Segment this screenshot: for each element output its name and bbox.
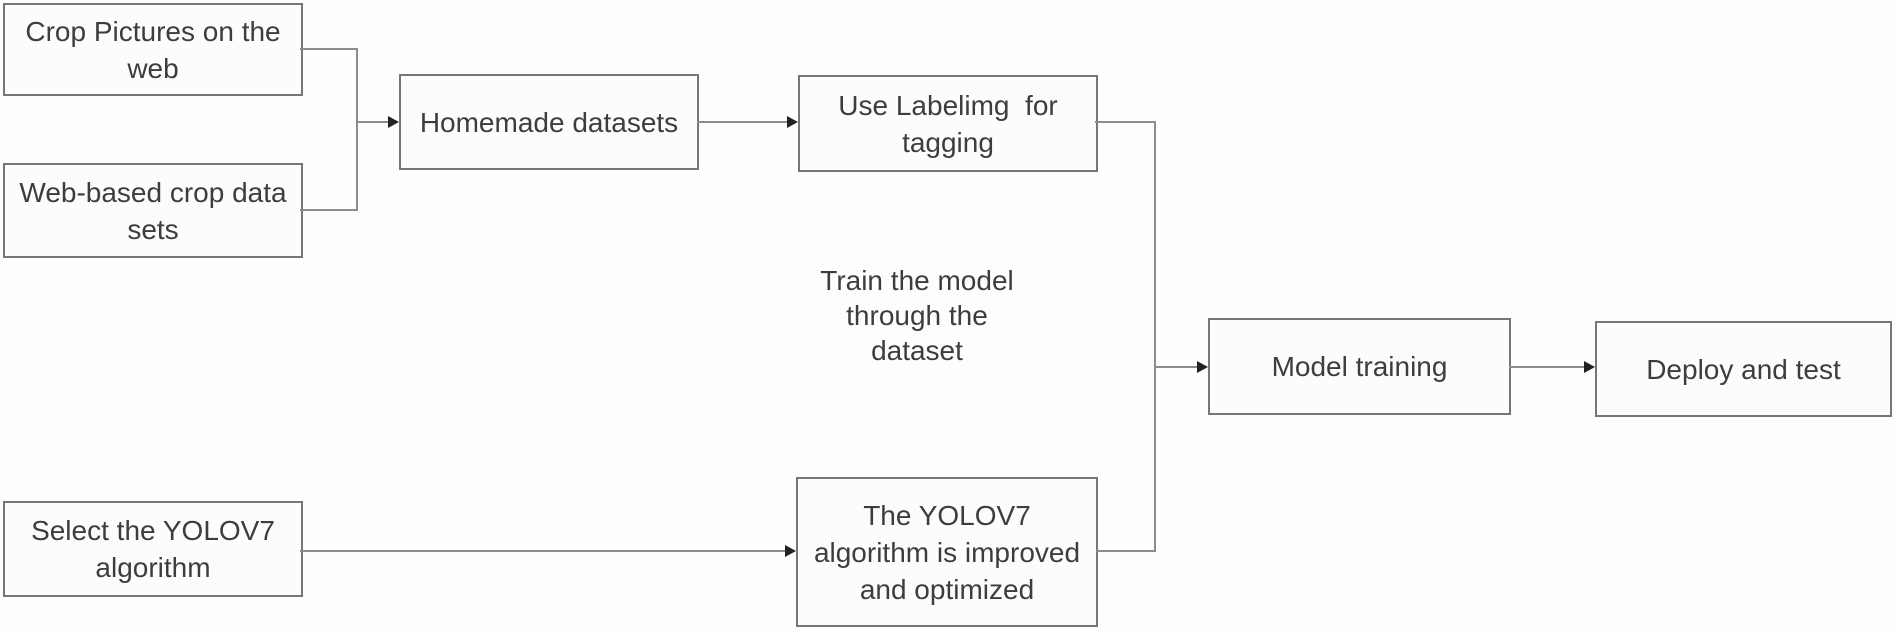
arrowhead-into-model-training — [1197, 361, 1208, 373]
arrowhead-into-homemade — [388, 116, 399, 128]
node-label: Web-based crop data sets — [19, 176, 287, 245]
node-label: Deploy and test — [1646, 353, 1841, 385]
node-label: Use Labelimg for tagging — [838, 89, 1058, 158]
arrowhead-into-labelimg — [787, 116, 798, 128]
connector-training-to-deploy — [1509, 366, 1584, 368]
connector-left-merge-vertical — [356, 48, 358, 211]
connector-into-model-training — [1154, 366, 1198, 368]
connector-improved-out — [1096, 550, 1156, 552]
connector-select-to-improved — [300, 550, 785, 552]
connector-labelimg-out — [1095, 121, 1156, 123]
node-use-labelimg-for-tagging: Use Labelimg for tagging — [798, 75, 1098, 172]
connector-web-based-out — [300, 209, 358, 211]
connector-homemade-to-labelimg — [697, 121, 788, 123]
connector-into-homemade — [356, 121, 389, 123]
node-web-based-crop-datasets: Web-based crop data sets — [3, 163, 303, 258]
node-homemade-datasets: Homemade datasets — [399, 74, 699, 170]
node-model-training: Model training — [1208, 318, 1511, 415]
node-select-yolov7-algorithm: Select the YOLOV7 algorithm — [3, 501, 303, 597]
node-label: Homemade datasets — [419, 106, 679, 138]
node-yolov7-improved-optimized: The YOLOV7 algorithm is improved and opt… — [796, 477, 1098, 627]
arrowhead-into-deploy — [1584, 361, 1595, 373]
arrowhead-into-improved — [785, 545, 796, 557]
node-crop-pictures-on-web: Crop Pictures on the web — [3, 3, 303, 96]
node-label: The YOLOV7 algorithm is improved and opt… — [813, 499, 1081, 605]
node-label: Crop Pictures on the web — [25, 15, 281, 84]
connector-crop-pictures-out — [300, 48, 358, 50]
connector-right-merge-vertical — [1154, 121, 1156, 552]
node-label: Model training — [1271, 351, 1448, 382]
node-deploy-and-test: Deploy and test — [1595, 321, 1892, 417]
node-label: Select the YOLOV7 algorithm — [31, 515, 275, 583]
annotation-train-model-through-dataset: Train the model through the dataset — [820, 265, 1014, 366]
